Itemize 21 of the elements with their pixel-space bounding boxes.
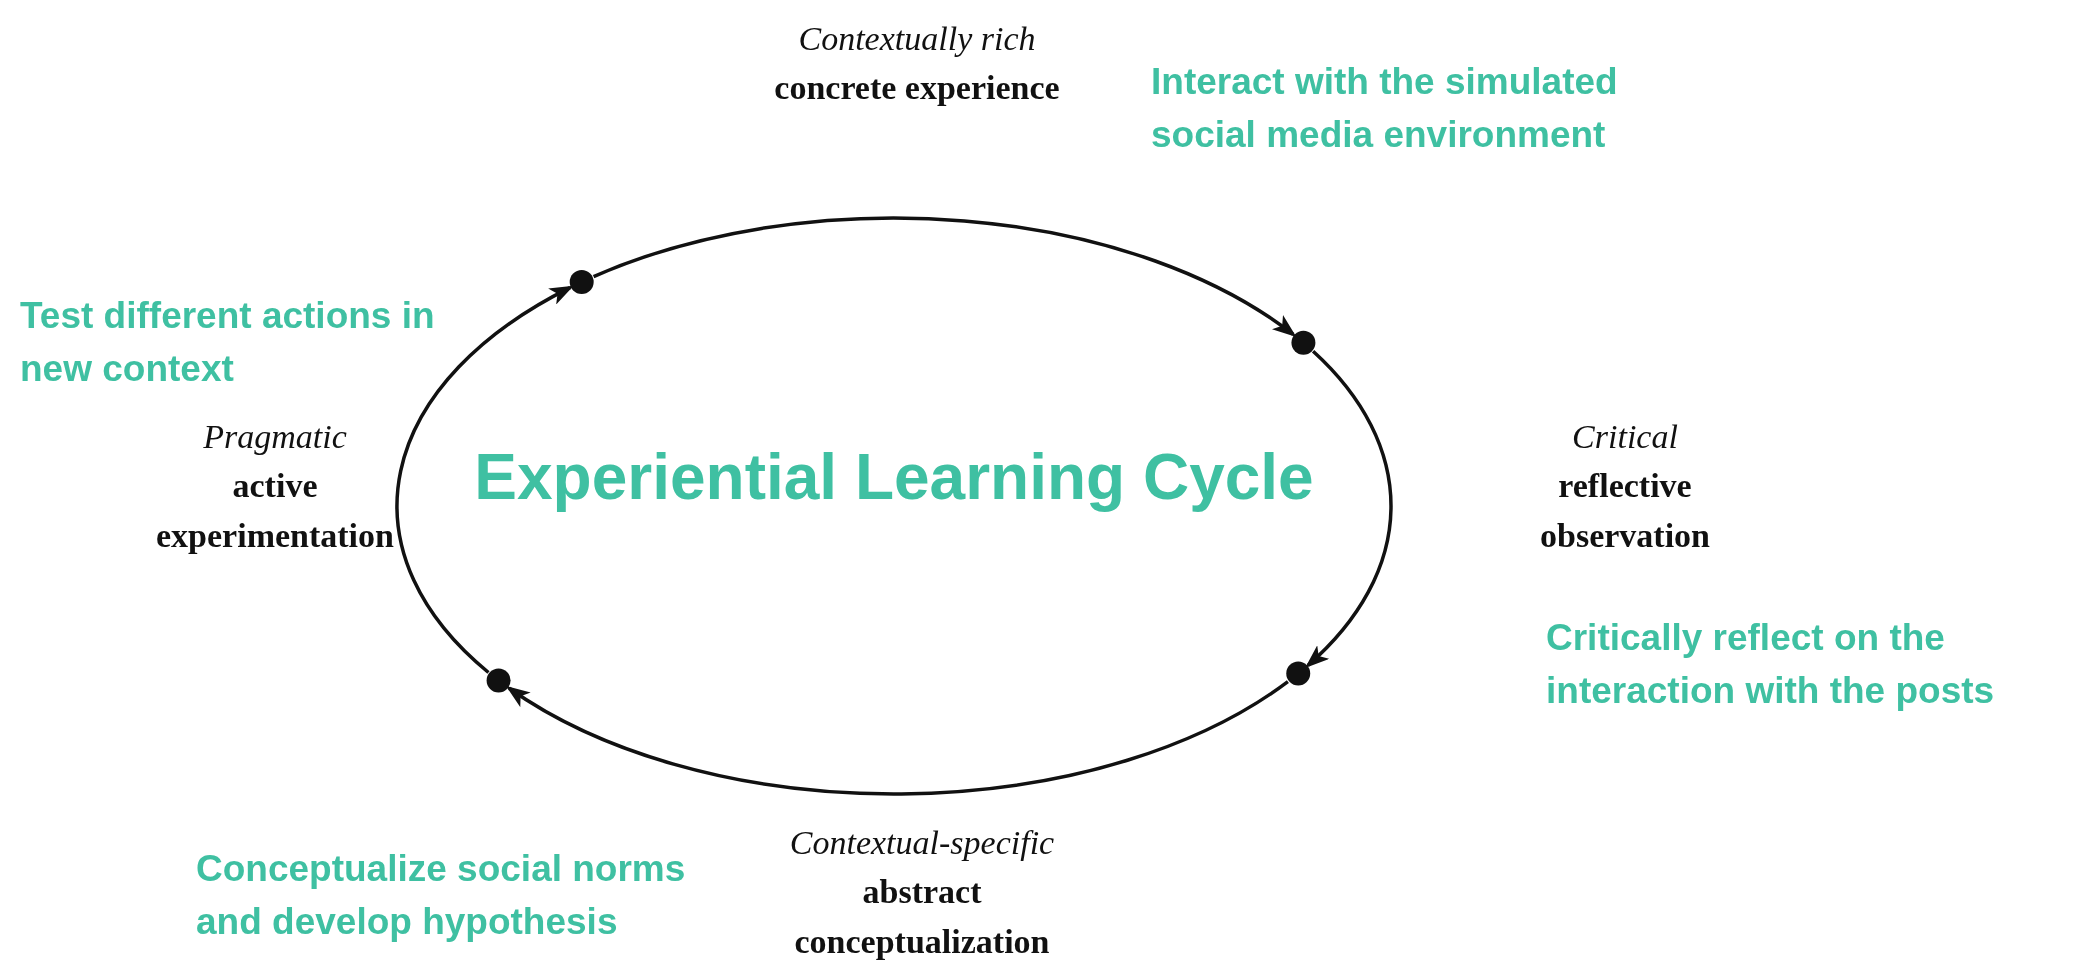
cycle-dot [1291, 330, 1316, 355]
annotation-text: Test different actions in new context [20, 294, 436, 391]
cycle-arrow [395, 285, 574, 674]
cycle-arrow [1305, 350, 1392, 669]
stage-name: concrete experience [773, 68, 1061, 109]
cycle-arrow [505, 680, 1289, 796]
cycle-dot [569, 269, 594, 294]
stage-name: active experimentation [155, 466, 395, 556]
cycle-dot [1286, 661, 1311, 686]
annotation-text: Interact with the simulated social media environment [1151, 60, 1619, 157]
cycle-dot [486, 668, 511, 693]
annotation-text: Conceptualize social norms and develop hypothesis [196, 847, 687, 944]
stage-qualifier: Critical [1571, 417, 1679, 457]
cycle-arrow [592, 216, 1297, 337]
stage-name: reflective observation [1539, 466, 1711, 556]
stage-qualifier: Pragmatic [202, 417, 348, 457]
diagram-title: Experiential Learning Cycle [473, 440, 1315, 514]
annotation-text: Critically reflect on the interaction with the posts [1546, 616, 1996, 713]
stage-qualifier: Contextually rich [797, 19, 1037, 59]
stage-name: abstract conceptualization [793, 872, 1051, 962]
stage-qualifier: Contextual-specific [788, 823, 1056, 863]
